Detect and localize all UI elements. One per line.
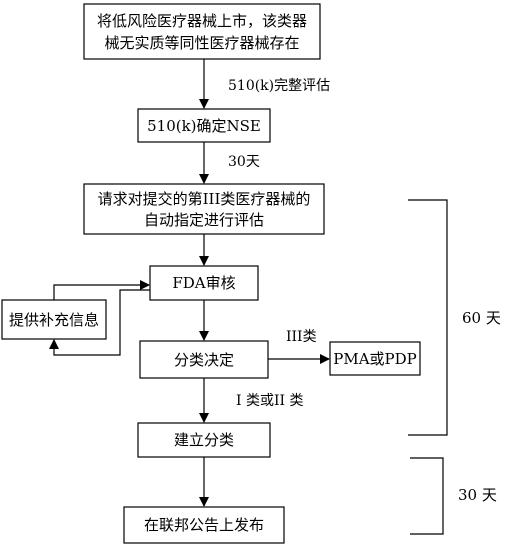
- supplement-box: 提供补充信息: [1, 299, 107, 340]
- request-box-line1: 请求对提交的第III类医疗器械的: [98, 190, 311, 208]
- bracket-30-days-label: 30 天: [458, 486, 497, 504]
- establish-box-label: 建立分类: [174, 431, 234, 449]
- class12-label: I 类或II 类: [236, 393, 304, 409]
- days-30-label: 30天: [228, 154, 260, 170]
- supplement-box-label: 提供补充信息: [9, 311, 99, 329]
- fda-review-box: FDA审核: [149, 265, 259, 301]
- bracket-30-days: [410, 457, 444, 535]
- publish-box: 在联邦公告上发布: [123, 506, 285, 544]
- request-box: 请求对提交的第III类医疗器械的 自动指定进行评估: [83, 183, 325, 235]
- request-box-line2: 自动指定进行评估: [144, 211, 264, 229]
- pma-box: PMA或PDP: [329, 341, 421, 376]
- arrow-fda-to-supplement: [49, 289, 150, 356]
- publish-box-label: 在联邦公告上发布: [144, 516, 264, 534]
- start-box: 将低风险医疗器械上市，该类器 械无实质等同性医疗器械存在: [83, 3, 321, 60]
- fda-review-label: FDA审核: [172, 274, 235, 292]
- decision-box-label: 分类决定: [174, 351, 234, 369]
- establish-box: 建立分类: [137, 422, 271, 458]
- nse-box: 510(k)确定NSE: [137, 108, 271, 143]
- complete-review-label: 510(k)完整评估: [228, 78, 330, 94]
- start-box-line2: 械无实质等同性医疗器械存在: [104, 34, 299, 52]
- pma-box-label: PMA或PDP: [333, 350, 417, 368]
- class3-label: III类: [286, 329, 317, 345]
- start-box-line1: 将低风险医疗器械上市，该类器: [97, 12, 307, 30]
- bracket-60-days-label: 60 天: [462, 309, 501, 327]
- nse-box-label: 510(k)确定NSE: [147, 117, 261, 135]
- arrow-supplement-to-fda: [53, 280, 150, 300]
- decision-box: 分类决定: [139, 340, 269, 379]
- bracket-60-days: [408, 199, 448, 436]
